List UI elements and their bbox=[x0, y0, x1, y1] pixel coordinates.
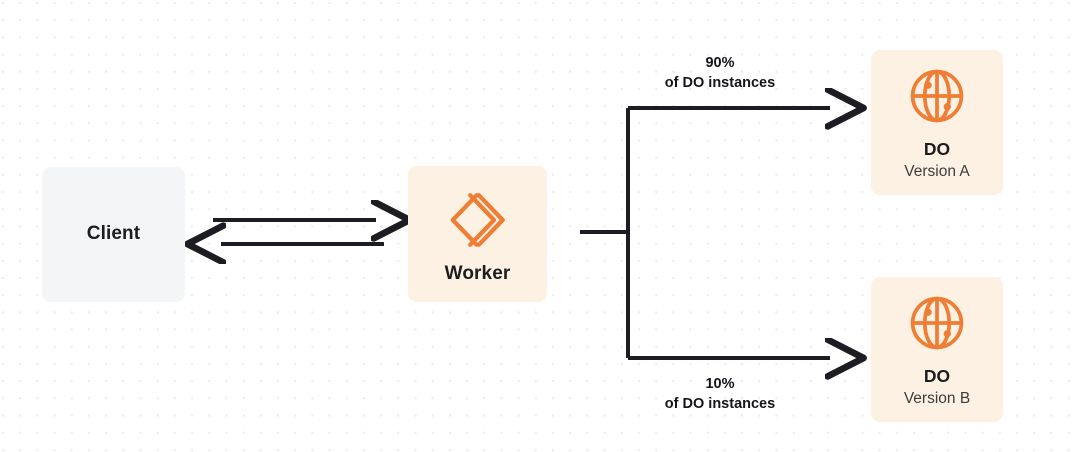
node-do-b-label: DO bbox=[923, 366, 951, 387]
globe-icon bbox=[907, 293, 967, 353]
edge-percent-do-b: 10% bbox=[705, 376, 735, 392]
cloudflare-workers-icon bbox=[447, 189, 509, 251]
node-client[interactable]: Client bbox=[42, 167, 185, 302]
globe-icon bbox=[907, 66, 967, 126]
edge-caption-do-b: of DO instances bbox=[664, 396, 776, 412]
node-do-version-b[interactable]: DO Version B bbox=[871, 277, 1003, 422]
edge-percent-do-a: 90% bbox=[705, 55, 735, 71]
edge-caption-do-a: of DO instances bbox=[664, 75, 776, 91]
node-client-label: Client bbox=[86, 223, 141, 245]
edge-label-do-b: 10% of DO instances bbox=[595, 374, 845, 414]
edge-label-do-a: 90% of DO instances bbox=[595, 53, 845, 93]
node-do-b-sublabel: Version B bbox=[903, 390, 971, 408]
node-worker-label: Worker bbox=[444, 262, 511, 284]
node-worker[interactable]: Worker bbox=[408, 166, 547, 302]
node-do-a-label: DO bbox=[923, 139, 951, 160]
node-do-version-a[interactable]: DO Version A bbox=[871, 50, 1003, 195]
node-do-a-sublabel: Version A bbox=[904, 163, 970, 181]
